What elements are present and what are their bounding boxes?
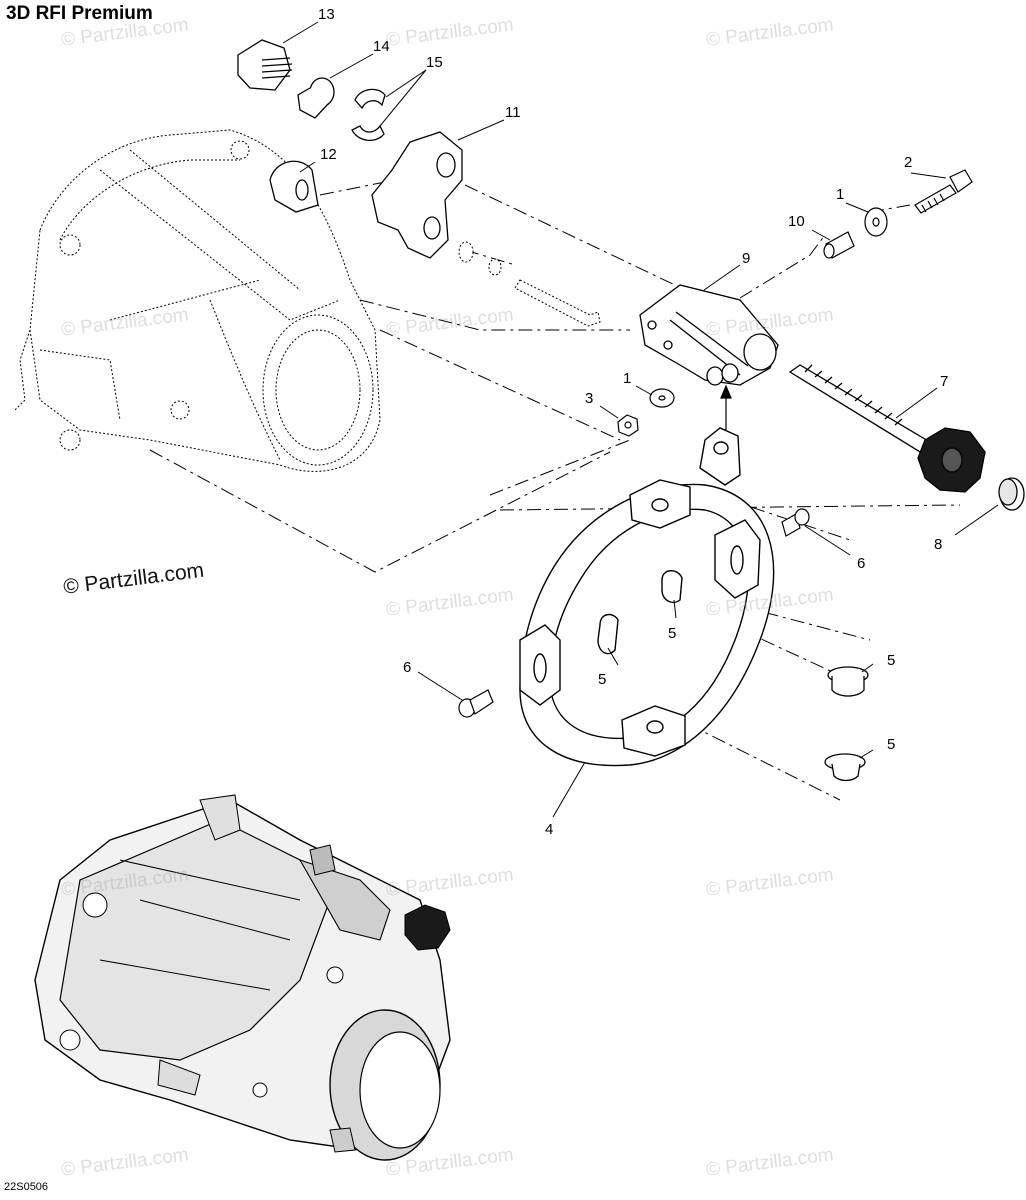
callout-1-mid: 1 <box>623 370 631 387</box>
part-1-washer-top <box>864 207 888 237</box>
assembly-arrow <box>720 384 732 430</box>
diagram-title: 3D RFI Premium <box>6 3 153 24</box>
part-14-bushing <box>297 77 335 119</box>
part-11-bracket <box>371 131 463 259</box>
part-10-spacer <box>823 231 855 259</box>
callout-2: 2 <box>904 154 912 171</box>
assembled-pump-view <box>34 794 451 1161</box>
callout-13: 13 <box>318 6 335 23</box>
part-13-plug <box>237 39 293 91</box>
callout-5-bushing-b: 5 <box>887 736 895 753</box>
part-8-cap <box>998 477 1025 511</box>
part-15-shells <box>351 88 386 141</box>
callout-3: 3 <box>585 390 593 407</box>
callout-1-top: 1 <box>836 186 844 203</box>
part-5-bushing-a <box>827 666 869 697</box>
part-3-nut <box>617 414 639 437</box>
callout-5-ring-right: 5 <box>668 625 676 642</box>
jet-pump-housing-outline <box>14 129 381 472</box>
callout-4: 4 <box>545 821 553 838</box>
part-7-adjuster <box>788 364 986 493</box>
part-12-support <box>269 160 319 213</box>
part-5-bushing-b <box>824 753 866 782</box>
part-6-screw-right <box>781 508 810 537</box>
drawing-code: 22S0506 <box>4 1181 49 1193</box>
callout-9: 9 <box>742 250 750 267</box>
part-6-screw-left <box>458 689 494 718</box>
callout-8: 8 <box>934 536 942 553</box>
callout-6-right: 6 <box>857 555 865 572</box>
callout-6-left: 6 <box>403 659 411 676</box>
part-1-washer-mid <box>649 388 675 408</box>
callout-10: 10 <box>788 213 805 230</box>
part-2-bolt <box>914 169 973 214</box>
callout-14: 14 <box>373 38 390 55</box>
callout-5-bushing-a: 5 <box>887 652 895 669</box>
part-9-lever <box>639 284 779 386</box>
callout-5-ring-left: 5 <box>598 671 606 688</box>
bracket-hardware <box>458 241 601 327</box>
callout-15: 15 <box>426 54 443 71</box>
callout-7: 7 <box>940 373 948 390</box>
callout-11: 11 <box>505 104 521 121</box>
callout-labels: 13 14 15 11 12 2 1 10 9 1 3 7 8 6 5 5 5 … <box>318 6 948 838</box>
callout-12: 12 <box>320 146 337 163</box>
leader-lines <box>282 21 999 818</box>
part-4-ring <box>519 427 775 767</box>
